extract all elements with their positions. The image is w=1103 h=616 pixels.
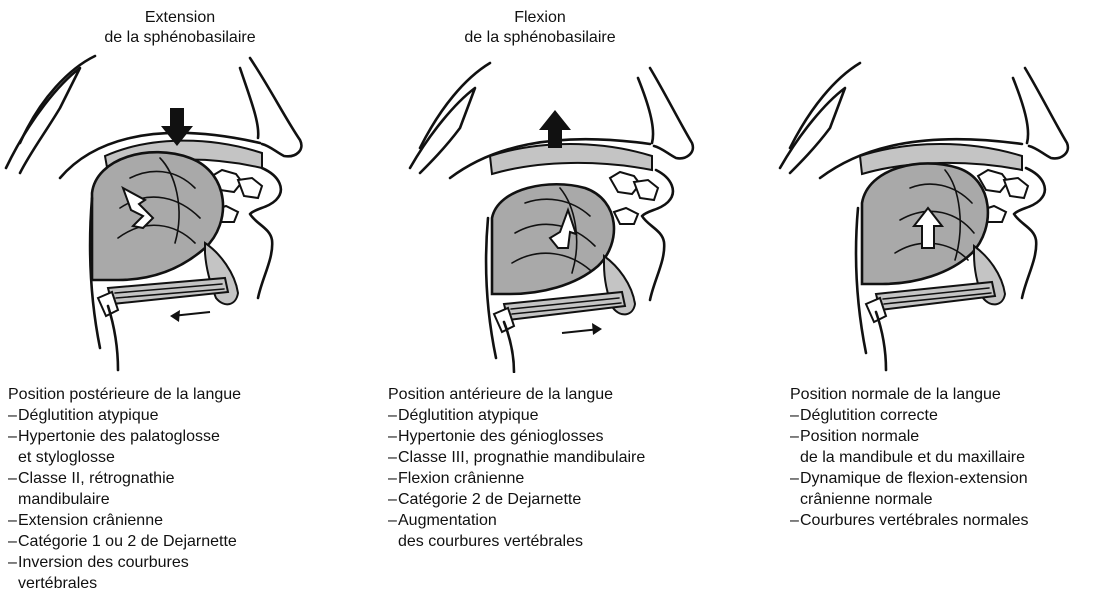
caption: Position postérieure de la langue –Déglu…	[8, 384, 241, 594]
caption-list: –Déglutition atypique –Hypertonie des gé…	[388, 405, 645, 552]
caption-heading: Position normale de la langue	[790, 384, 1029, 405]
list-item: –Déglutition correcte	[790, 405, 1029, 426]
title-line: Flexion	[430, 8, 650, 28]
title-line: Extension	[70, 8, 290, 28]
panel-title: Flexion de la sphénobasilaire	[430, 8, 650, 48]
panel-flexion: Flexion de la sphénobasilaire Position a…	[380, 0, 750, 616]
extension-anatomy-illustration	[0, 48, 370, 373]
list-item: –Flexion crânienne	[388, 468, 645, 489]
list-item: –Classe III, prognathie mandibulaire	[388, 447, 645, 468]
caption: Position antérieure de la langue –Déglut…	[388, 384, 645, 552]
list-item: –Catégorie 2 de Dejarnette	[388, 489, 645, 510]
normal-anatomy-illustration	[760, 48, 1103, 373]
list-item: –Catégorie 1 ou 2 de Dejarnette	[8, 531, 241, 552]
list-item: –Déglutition atypique	[388, 405, 645, 426]
title-line: de la sphénobasilaire	[430, 28, 650, 48]
muscle-arrow-left-icon	[170, 310, 210, 322]
caption-heading: Position postérieure de la langue	[8, 384, 241, 405]
caption-list: –Déglutition atypique –Hypertonie des pa…	[8, 405, 241, 594]
caption: Position normale de la langue –Déglutiti…	[790, 384, 1029, 531]
list-item: –Courbures vertébrales normales	[790, 510, 1029, 531]
list-item: –Hypertonie des génioglosses	[388, 426, 645, 447]
panel-extension: Extension de la sphénobasilaire	[0, 0, 370, 616]
caption-heading: Position antérieure de la langue	[388, 384, 645, 405]
title-line: de la sphénobasilaire	[70, 28, 290, 48]
list-item: –Déglutition atypique	[8, 405, 241, 426]
list-item: –Extension crânienne	[8, 510, 241, 531]
flexion-anatomy-illustration	[380, 48, 750, 373]
panel-title: Extension de la sphénobasilaire	[70, 8, 290, 48]
muscle-arrow-right-icon	[562, 323, 602, 335]
panel-normal: Position normale de la langue –Déglutiti…	[760, 0, 1103, 616]
